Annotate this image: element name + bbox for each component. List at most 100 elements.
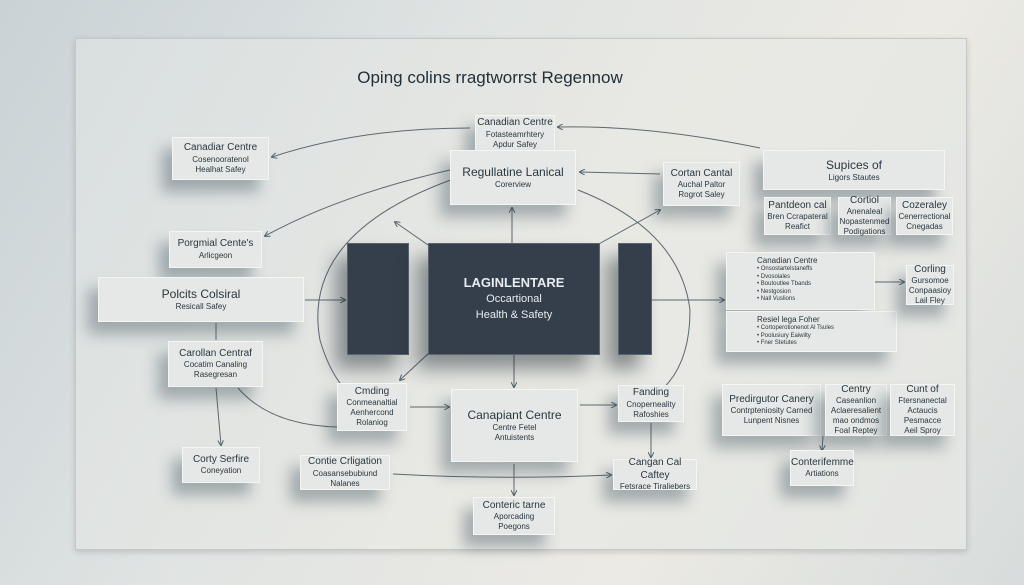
node-text: Cozeraley bbox=[901, 199, 948, 211]
connector bbox=[400, 351, 431, 380]
node-text: Centre Fetel bbox=[492, 423, 537, 432]
node-text: Predirgutor Canery bbox=[729, 393, 814, 405]
node-text: Aenhercond bbox=[350, 408, 394, 418]
node-text: Coneyation bbox=[200, 466, 242, 476]
central-node-line: Occartional bbox=[486, 293, 542, 306]
node-text: Healhat Safey bbox=[195, 164, 246, 174]
node-text: Rogrot Saley bbox=[678, 190, 725, 200]
node-text: Corling bbox=[914, 263, 946, 275]
node-text: Corerview bbox=[494, 180, 531, 189]
node-text: Contie Crligation bbox=[308, 456, 382, 468]
node-text: Aeil Sproy bbox=[904, 426, 941, 436]
node-text: Cnegadas bbox=[906, 222, 943, 232]
node-text: Anenaleal bbox=[846, 207, 883, 217]
node-text: Apdur Safey bbox=[492, 139, 538, 149]
node-text: Resicall Safey bbox=[175, 302, 227, 311]
node-text: Lunpent Nisnes bbox=[743, 416, 800, 426]
node-text: • Dvosoiales bbox=[757, 273, 791, 280]
node-text: Pesmacce bbox=[903, 416, 942, 426]
node-text: Aporcading bbox=[493, 512, 535, 522]
diagram-node-b12[interactable]: Resiel lega Foher• Cortoperotionenot Al … bbox=[726, 311, 897, 352]
connector bbox=[580, 172, 661, 174]
connector bbox=[395, 222, 429, 246]
node-text: Resiel lega Foher bbox=[757, 315, 820, 324]
connector bbox=[822, 435, 823, 450]
node-text: Aclaeresalient bbox=[830, 406, 882, 416]
connector bbox=[558, 127, 761, 149]
node-text: • Nestgosion bbox=[757, 288, 791, 295]
node-text: mao ondmos bbox=[832, 416, 880, 426]
node-text: Antuistents bbox=[494, 433, 535, 442]
connector bbox=[577, 189, 691, 396]
node-text: Canadian Centre bbox=[757, 256, 818, 265]
node-text: Nopastenmed bbox=[839, 217, 890, 227]
node-text: • Poolusiury Eaiwilty bbox=[757, 332, 811, 339]
dark-panel-left bbox=[347, 243, 409, 355]
connector bbox=[237, 387, 338, 428]
connector bbox=[272, 127, 471, 157]
node-text: Cortiol bbox=[850, 194, 879, 206]
node-text: Porgmial Cente's bbox=[177, 238, 254, 250]
node-text: Fanding bbox=[632, 387, 670, 399]
node-text: Contrpteniosity Carned bbox=[730, 406, 813, 416]
node-text: Coasansebubiund bbox=[312, 468, 378, 478]
node-text: • Cortoperotionenot Al Tsules bbox=[757, 325, 835, 331]
node-text: Actaucis bbox=[907, 406, 938, 416]
node-text: • Nall Vuslions bbox=[757, 296, 796, 302]
node-text: Supices of bbox=[825, 157, 883, 172]
node-text: Cenerrectional bbox=[898, 212, 951, 222]
diagram-title: Oping colins rragtworrst Regennow bbox=[357, 68, 623, 87]
node-text: Fetsrace Tiraliebers bbox=[619, 482, 691, 491]
node-text: Canadian Centre bbox=[477, 117, 553, 129]
connector bbox=[265, 169, 451, 236]
node-text: • Boutoutlee Tbands bbox=[757, 281, 812, 287]
node-text: Auchal Paltor bbox=[677, 180, 726, 190]
node-text: Ligors Stautes bbox=[828, 172, 880, 182]
dark-panel-right bbox=[618, 243, 652, 355]
node-text: Cocatim Canaling bbox=[183, 360, 248, 370]
node-text: Foal Reptey bbox=[834, 426, 878, 436]
node-text: Cnoperneality bbox=[626, 399, 676, 409]
node-text: Fotasteamrhtery bbox=[485, 129, 545, 139]
diagram-node-b11[interactable]: Canadian Centre• Onsostartelstaneffs• Dv… bbox=[726, 252, 875, 310]
node-text: Lail Fley bbox=[915, 296, 945, 306]
node-text: Poegons bbox=[498, 522, 530, 532]
central-node[interactable]: LAGINLENTARE Occartional Health & Safety bbox=[428, 243, 600, 355]
node-text: Conteric tarne bbox=[482, 499, 546, 511]
node-text: Carollan Centraf bbox=[179, 347, 252, 359]
node-text: Rolaniog bbox=[356, 418, 388, 428]
node-text: Canadiar Centre bbox=[183, 142, 258, 154]
node-text: Ftersnanectal bbox=[898, 396, 947, 406]
node-text: Podigations bbox=[843, 227, 886, 237]
node-text: Cunt of bbox=[906, 383, 939, 395]
node-text: Pantdeon cal bbox=[768, 199, 827, 211]
node-text: • Fner Stetutes bbox=[757, 340, 797, 346]
node-text: Cosenooratenol bbox=[192, 154, 249, 164]
node-text: Rafoshies bbox=[633, 409, 669, 419]
node-text: Corty Serfire bbox=[192, 453, 250, 465]
